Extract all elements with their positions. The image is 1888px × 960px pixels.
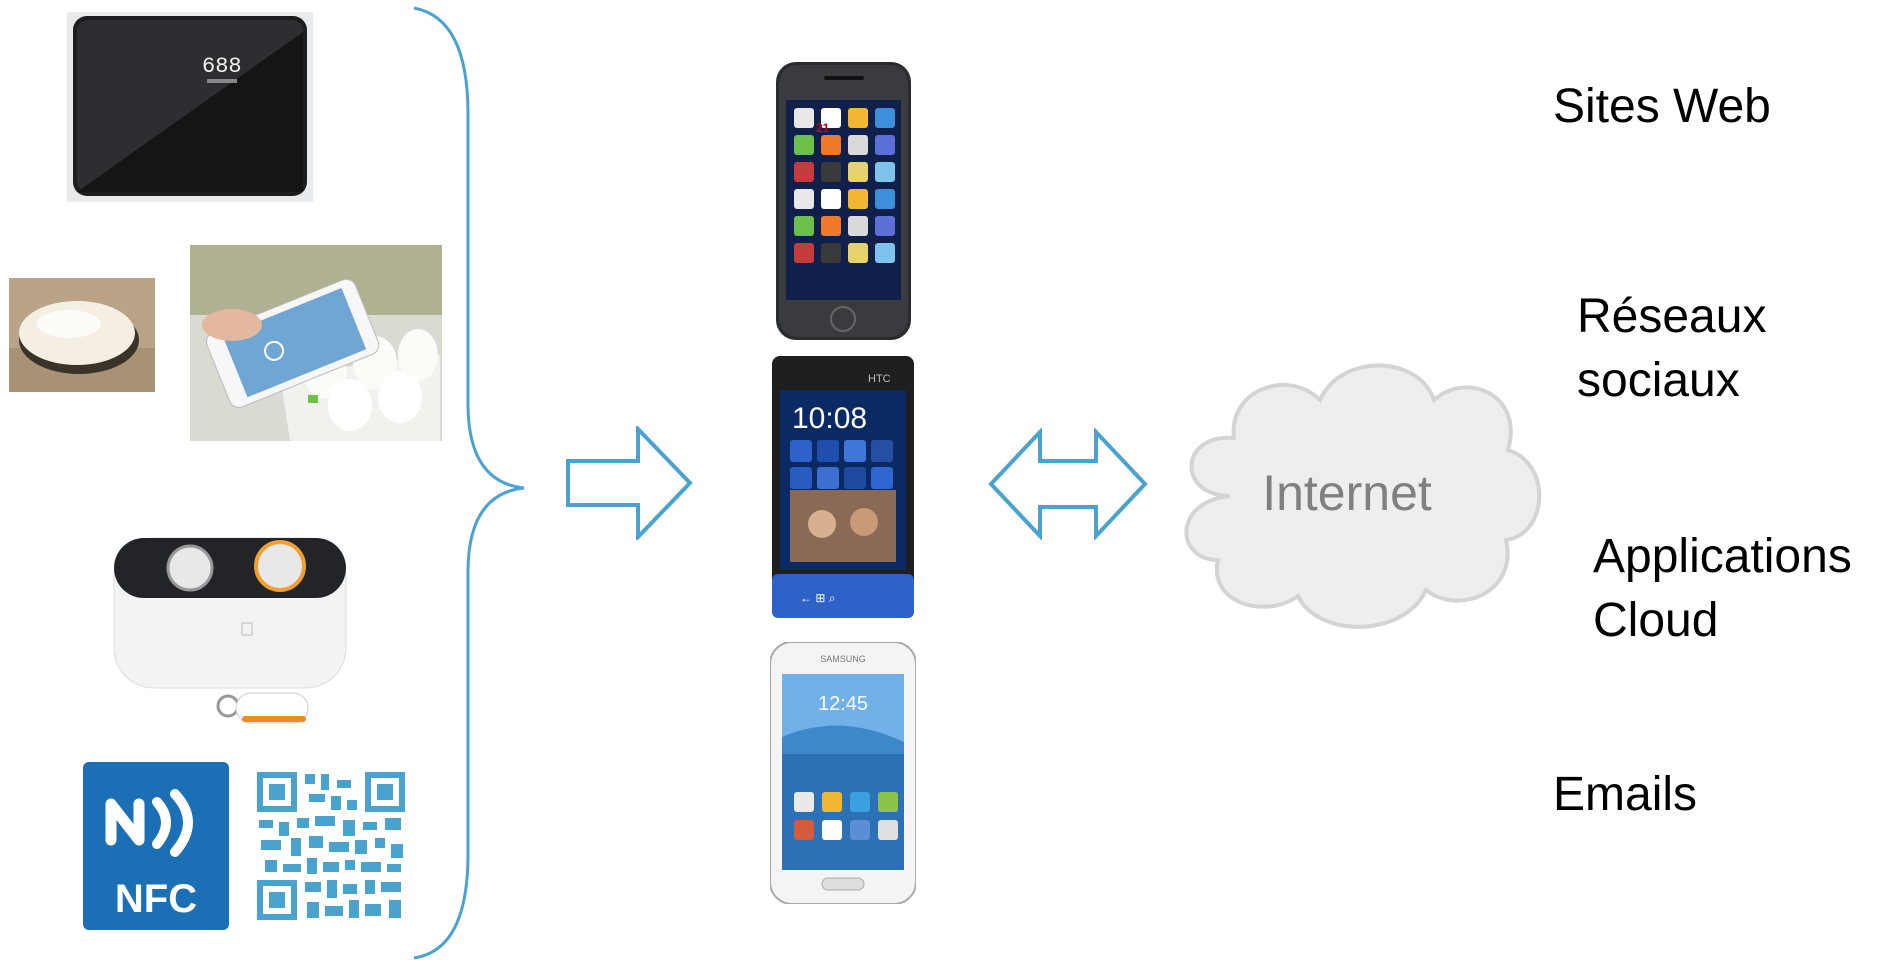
- internet-cloud: Internet: [1168, 346, 1544, 638]
- app-icon: [875, 135, 895, 155]
- app-icon: [794, 792, 814, 812]
- double-arrow-icon: [988, 428, 1148, 540]
- social-networks-label-line1: Réseaux: [1577, 290, 1767, 343]
- app-icon: [821, 243, 841, 263]
- samsung-brand-text: SAMSUNG: [820, 654, 866, 664]
- app-icon: [875, 243, 895, 263]
- app-icon: [794, 243, 814, 263]
- grouping-brace: [400, 4, 540, 960]
- app-icon: [844, 467, 866, 489]
- app-icon: [817, 467, 839, 489]
- social-networks-label-line2: sociaux: [1577, 354, 1740, 407]
- egg-tray-image: [190, 245, 442, 441]
- app-icon: [875, 189, 895, 209]
- app-icon: [848, 216, 868, 236]
- htc-time-text: 10:08: [792, 402, 867, 435]
- app-icon: [875, 162, 895, 182]
- app-icon: [848, 189, 868, 209]
- app-icon: [821, 162, 841, 182]
- pebble-sensor-image: [9, 278, 155, 392]
- app-icon: [822, 792, 842, 812]
- app-icon: [878, 792, 898, 812]
- samsung-phone-image: SAMSUNG 12:45: [770, 642, 916, 904]
- app-icon: [822, 820, 842, 840]
- app-icon: [794, 162, 814, 182]
- smart-scale-image: 688: [67, 12, 313, 202]
- right-arrow-icon: [565, 426, 695, 540]
- app-icon: [848, 135, 868, 155]
- app-icon: [794, 189, 814, 209]
- app-icon: [821, 135, 841, 155]
- app-icon: [844, 440, 866, 462]
- nfc-icon: NFC: [83, 762, 229, 930]
- scale-display-text: 688: [202, 54, 242, 79]
- app-icon: [871, 467, 893, 489]
- nfc-label: NFC: [115, 877, 197, 921]
- sites-web-label: Sites Web: [1553, 80, 1771, 133]
- app-icon: [790, 467, 812, 489]
- app-icon: [794, 135, 814, 155]
- emails-label: Emails: [1553, 768, 1698, 821]
- cloud-apps-label-line1: Applications: [1593, 530, 1852, 583]
- app-icon: [821, 189, 841, 209]
- cloud-apps-label-line2: Cloud: [1593, 594, 1719, 647]
- app-icon: [850, 820, 870, 840]
- app-icon: [875, 108, 895, 128]
- dock-station-image: [102, 508, 362, 740]
- iphone-calendar-date: 21: [816, 121, 830, 135]
- app-icon: [817, 440, 839, 462]
- app-icon: [848, 108, 868, 128]
- samsung-time-text: 12:45: [818, 693, 868, 715]
- htc-brand-text: HTC: [868, 373, 891, 385]
- app-icon: [848, 162, 868, 182]
- app-icon: [790, 440, 812, 462]
- app-icon: [821, 216, 841, 236]
- app-icon: [794, 108, 814, 128]
- app-icon: [871, 440, 893, 462]
- app-icon: [848, 243, 868, 263]
- qr-code-icon: [255, 770, 407, 922]
- app-icon: [875, 216, 895, 236]
- windows-phone-image: HTC 10:08 ← ⊞ ⌕: [772, 356, 914, 618]
- iphone-image: 21: [776, 62, 911, 340]
- internet-label: Internet: [1262, 465, 1432, 521]
- svg-text:← ⊞ ⌕: ← ⊞ ⌕: [800, 591, 835, 605]
- app-icon: [850, 792, 870, 812]
- app-icon: [794, 216, 814, 236]
- app-icon: [794, 820, 814, 840]
- app-icon: [821, 108, 841, 128]
- app-icon: [878, 820, 898, 840]
